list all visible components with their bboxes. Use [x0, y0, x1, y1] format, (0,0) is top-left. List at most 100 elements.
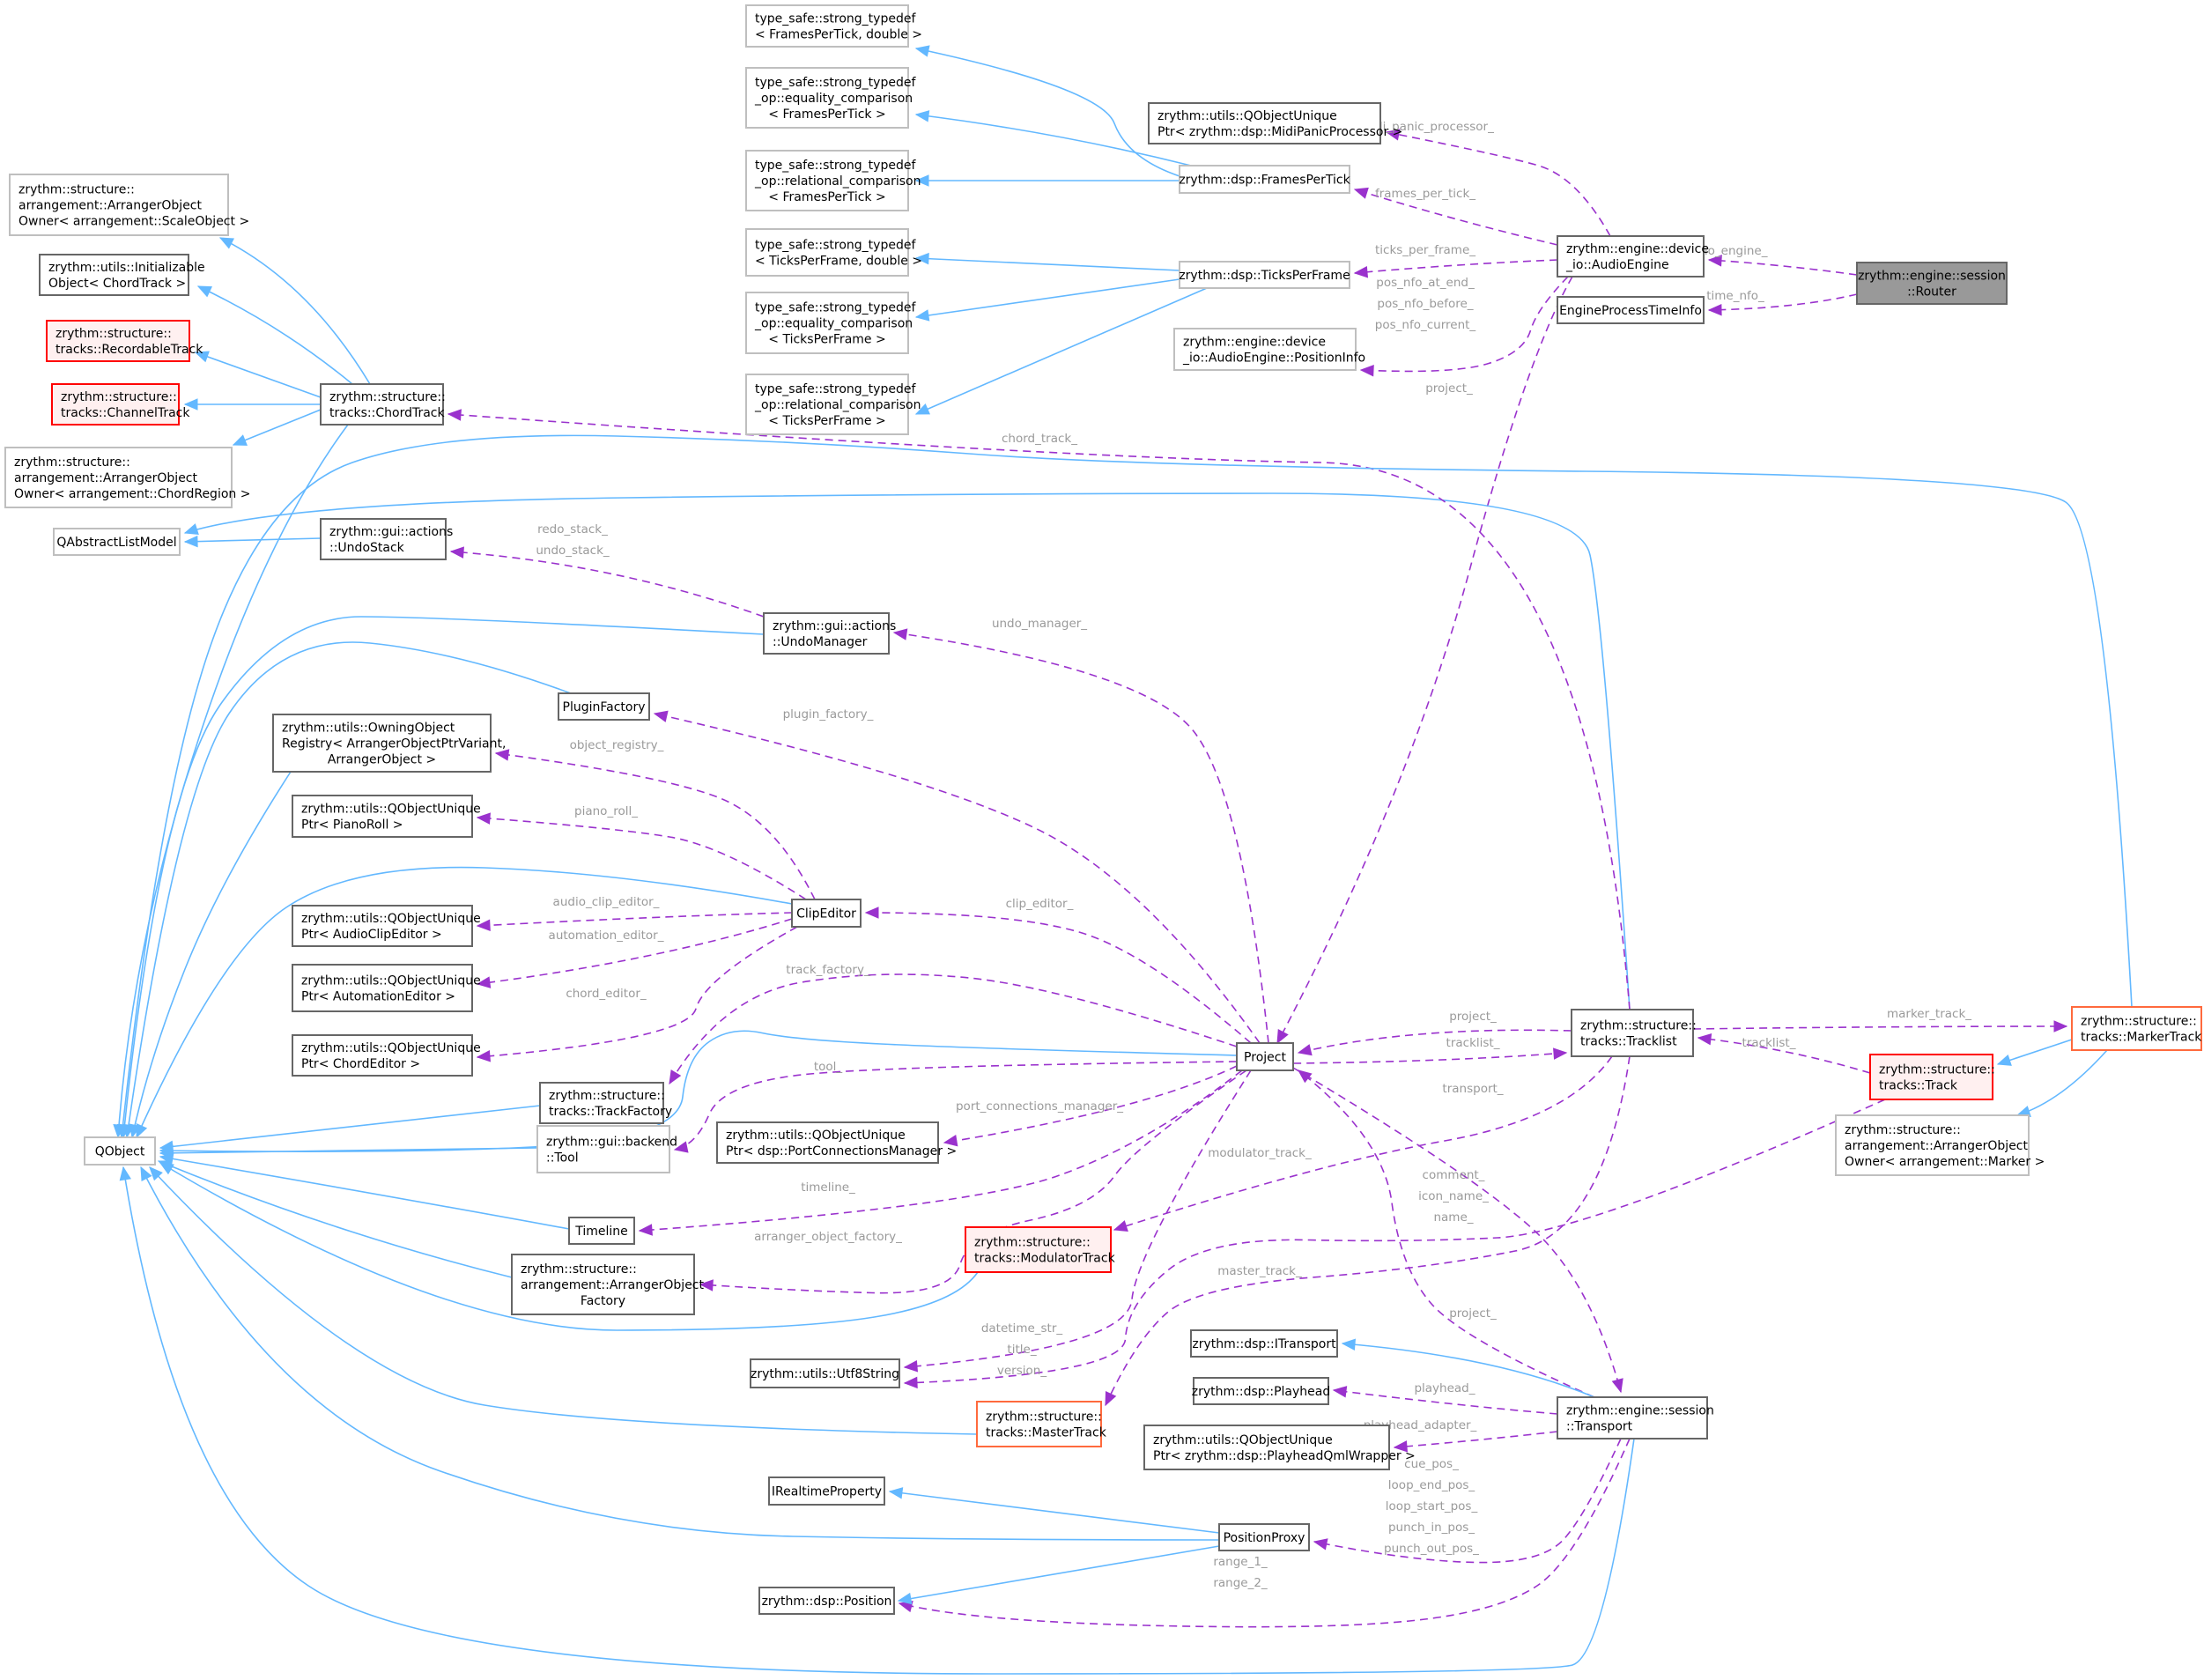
arrowhead-icon: [476, 812, 491, 825]
node-label: < FramesPerTick >: [768, 190, 885, 204]
class-node-undo-manager[interactable]: zrythm::gui::actions::UndoManager: [763, 612, 896, 655]
class-node-transport[interactable]: zrythm::engine::session::Transport: [1557, 1396, 1714, 1439]
class-node-owner-chord-region[interactable]: zrythm::structure::arrangement::Arranger…: [4, 447, 250, 508]
class-node-master-track[interactable]: zrythm::structure::tracks::MasterTrack: [976, 1401, 1107, 1447]
node-box: [539, 1082, 664, 1124]
node-box: [763, 612, 890, 655]
node-label: _io::AudioEngine: [1565, 258, 1669, 272]
class-node-owner-marker[interactable]: zrythm::structure::arrangement::Arranger…: [1835, 1114, 2045, 1176]
class-node-track[interactable]: zrythm::structure::tracks::Track: [1869, 1054, 1995, 1100]
class-node-ticks-per-frame[interactable]: zrythm::dsp::TicksPerFrame: [1179, 261, 1350, 289]
edge-label: comment_: [1423, 1168, 1485, 1182]
edge-label: piano_roll_: [574, 804, 638, 818]
class-node-st-tpf-eq[interactable]: type_safe::strong_typedef_op::equality_c…: [745, 292, 916, 354]
class-node-utf8string[interactable]: zrythm::utils::Utf8String: [750, 1358, 900, 1388]
class-node-st-tpf-rel[interactable]: type_safe::strong_typedef_op::relational…: [745, 374, 921, 435]
class-node-recordable-track[interactable]: zrythm::structure::tracks::RecordableTra…: [46, 320, 203, 362]
class-node-st-fpt-rel[interactable]: type_safe::strong_typedef_op::relational…: [745, 150, 921, 211]
class-node-playhead[interactable]: zrythm::dsp::Playhead: [1192, 1377, 1330, 1405]
class-node-clip-editor[interactable]: ClipEditor: [791, 899, 862, 928]
node-label: _op::relational_comparison: [754, 174, 921, 189]
node-label: < TicksPerFrame, double >: [755, 255, 922, 269]
node-label: ::Router: [1907, 285, 1956, 300]
arrowhead-icon: [653, 710, 669, 722]
node-label: zrythm::dsp::Playhead: [1192, 1385, 1330, 1399]
node-box: [965, 1226, 1112, 1273]
edge-label: pos_nfo_at_end_: [1376, 276, 1475, 290]
class-node-position-proxy[interactable]: PositionProxy: [1218, 1523, 1310, 1551]
class-node-chord-track[interactable]: zrythm::structure::tracks::ChordTrack: [320, 383, 446, 426]
edge-label: plugin_factory_: [783, 707, 874, 722]
node-label: zrythm::structure::: [18, 183, 135, 197]
node-label: ::UndoManager: [773, 635, 868, 649]
class-node-tracklist[interactable]: zrythm::structure::tracks::Tracklist: [1571, 1009, 1697, 1057]
inheritance-edge-chord_track-to-initializable: [197, 285, 353, 385]
class-node-position[interactable]: zrythm::dsp::Position: [758, 1587, 895, 1615]
inheritance-edge-undo_manager-to-qobject: [122, 616, 765, 1138]
node-box: [320, 383, 444, 426]
class-node-arranger-object-factory[interactable]: zrythm::structure::arrangement::Arranger…: [511, 1254, 705, 1315]
node-label: tracks::TrackFactory: [549, 1105, 672, 1119]
node-label: < TicksPerFrame >: [768, 414, 885, 428]
nodes-layer: zrythm::engine::session::Routerzrythm::e…: [4, 4, 2202, 1615]
class-node-plugin-factory[interactable]: PluginFactory: [558, 692, 650, 721]
arrowhead-icon: [669, 1069, 682, 1085]
node-label: zrythm::engine::session: [1858, 270, 2006, 284]
arrowhead-icon: [914, 45, 930, 57]
usage-edge-project-to-utf8string: [904, 1069, 1252, 1368]
class-node-timeline[interactable]: Timeline: [568, 1217, 635, 1245]
class-node-tool[interactable]: zrythm::gui::backend::Tool: [536, 1125, 677, 1173]
class-node-marker-track[interactable]: zrythm::structure::tracks::MarkerTrack: [2071, 1006, 2202, 1051]
class-node-frames-per-tick[interactable]: zrythm::dsp::FramesPerTick: [1179, 165, 1351, 194]
edge-label: arranger_object_factory_: [754, 1230, 902, 1244]
class-node-qabstractlistmodel[interactable]: QAbstractListModel: [53, 528, 181, 556]
node-label: zrythm::dsp::FramesPerTick: [1179, 174, 1350, 188]
node-box: [1148, 102, 1381, 144]
node-label: zrythm::engine::device: [1566, 242, 1709, 256]
arrowhead-icon: [476, 976, 492, 988]
class-node-channel-track[interactable]: zrythm::structure::tracks::ChannelTrack: [51, 383, 190, 426]
class-node-position-info[interactable]: zrythm::engine::device_io::AudioEngine::…: [1173, 328, 1365, 371]
inheritance-edge-ticks_per_frame-to-st_tpf_double: [915, 257, 1180, 271]
class-node-project[interactable]: Project: [1236, 1042, 1294, 1071]
class-node-modulator-track[interactable]: zrythm::structure::tracks::ModulatorTrac…: [965, 1226, 1116, 1273]
arrowhead-icon: [1697, 1032, 1712, 1046]
class-node-irealtime-property[interactable]: IRealtimeProperty: [768, 1476, 885, 1506]
inheritance-edge-modulator_track-to-qobject: [159, 1162, 979, 1331]
usage-edge-router-to-engine_process_time_info: [1708, 293, 1858, 311]
class-node-st-tpf-double[interactable]: type_safe::strong_typedef< TicksPerFrame…: [745, 228, 922, 277]
inheritance-edge-object_registry-to-qobject: [131, 771, 292, 1138]
arrowhead-icon: [914, 403, 930, 415]
class-node-track-factory[interactable]: zrythm::structure::tracks::TrackFactory: [539, 1082, 672, 1124]
node-label: type_safe::strong_typedef: [755, 159, 916, 173]
class-node-engine-process-time-info[interactable]: EngineProcessTimeInfo: [1557, 296, 1705, 324]
node-label: zrythm::structure::: [986, 1410, 1102, 1425]
class-node-st-fpt-double[interactable]: type_safe::strong_typedef< FramesPerTick…: [745, 4, 922, 48]
class-node-owner-scale[interactable]: zrythm::structure::arrangement::Arranger…: [9, 174, 249, 236]
node-label: type_safe::strong_typedef: [755, 301, 916, 315]
arrowhead-icon: [183, 398, 198, 411]
usage-edge-tracklist-to-modulator_track: [1113, 1055, 1613, 1231]
class-node-itransport[interactable]: zrythm::dsp::ITransport: [1190, 1329, 1338, 1358]
class-node-st-fpt-eq[interactable]: type_safe::strong_typedef_op::equality_c…: [745, 67, 916, 129]
usage-edge-track-to-tracklist: [1697, 1037, 1871, 1074]
arrowhead-icon: [1385, 129, 1401, 141]
class-node-qobject[interactable]: QObject: [84, 1136, 156, 1166]
arrowhead-icon: [1707, 255, 1722, 267]
class-node-audio-engine[interactable]: zrythm::engine::device_io::AudioEngine: [1557, 235, 1709, 278]
node-label: QAbstractListModel: [56, 536, 176, 550]
usage-edge-clip_editor-to-automation_editor_ptr: [477, 918, 793, 985]
class-node-router[interactable]: zrythm::engine::session::Router: [1856, 262, 2008, 305]
class-node-undo-stack[interactable]: zrythm::gui::actions::UndoStack: [320, 518, 453, 560]
node-box: [745, 4, 909, 48]
edge-label: chord_track_: [1002, 432, 1077, 446]
